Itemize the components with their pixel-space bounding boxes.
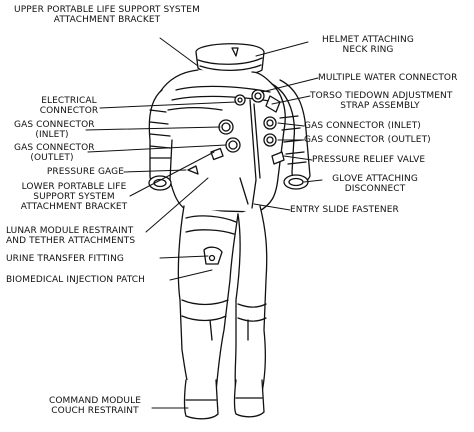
label-torso-line2: STRAP ASSEMBLY	[340, 101, 420, 111]
label-helmet-ring: HELMET ATTACHING NECK RING	[308, 35, 428, 55]
label-upper-plss-bracket: UPPER PORTABLE LIFE SUPPORT SYSTEM ATTAC…	[2, 5, 212, 25]
label-biomedical-line1: BIOMEDICAL INJECTION PATCH	[6, 275, 146, 285]
label-lower-plss-line3: ATTACHMENT BRACKET	[20, 202, 128, 212]
label-lm-restraint-line2: AND TETHER ATTACHMENTS	[6, 236, 136, 246]
torso	[154, 69, 286, 213]
label-helmet-line1: HELMET ATTACHING	[322, 35, 414, 45]
label-torso-tiedown: TORSO TIEDOWN ADJUSTMENT STRAP ASSEMBLY	[310, 91, 453, 111]
label-pressure-gage-line1: PRESSURE GAGE	[46, 167, 124, 177]
label-gas-inlet-right: GAS CONNECTOR (INLET)	[304, 121, 444, 131]
label-urine-line1: URINE TRANSFER FITTING	[6, 254, 124, 264]
label-entry-slide: ENTRY SLIDE FASTENER	[290, 205, 430, 215]
right-arm	[271, 79, 311, 190]
label-gas-outlet-left-line1: GAS CONNECTOR	[14, 143, 95, 153]
legs	[177, 205, 268, 393]
label-cm-couch-restraint: COMMAND MODULE COUCH RESTRAINT	[38, 396, 152, 416]
label-pressure-relief-line1: PRESSURE RELIEF VALVE	[312, 155, 426, 165]
label-electrical-connector: ELECTRICAL CONNECTOR	[36, 96, 102, 116]
label-urine-fitting: URINE TRANSFER FITTING	[6, 254, 166, 264]
label-lm-restraint-line1: LUNAR MODULE RESTRAINT	[6, 226, 134, 236]
label-lower-plss-bracket: LOWER PORTABLE LIFE SUPPORT SYSTEM ATTAC…	[14, 182, 134, 212]
label-glove-line1: GLOVE ATTACHING	[332, 174, 418, 184]
left-arm	[148, 89, 173, 191]
label-upper-plss-line1: UPPER PORTABLE LIFE SUPPORT SYSTEM	[14, 5, 200, 15]
boots	[183, 379, 265, 420]
label-helmet-line2: NECK RING	[342, 45, 394, 55]
label-cm-couch-line1: COMMAND MODULE	[48, 396, 142, 406]
label-biomedical-patch: BIOMEDICAL INJECTION PATCH	[6, 275, 176, 285]
label-electrical-line2: CONNECTOR	[39, 106, 99, 116]
label-entry-slide-line1: ENTRY SLIDE FASTENER	[290, 205, 399, 215]
label-lm-restraint: LUNAR MODULE RESTRAINT AND TETHER ATTACH…	[6, 226, 156, 246]
label-gas-outlet-left-line2: (OUTLET)	[30, 153, 74, 163]
label-gas-inlet-right-line1: GAS CONNECTOR (INLET)	[304, 121, 421, 131]
label-gas-inlet-left-line1: GAS CONNECTOR	[14, 120, 95, 130]
label-electrical-line1: ELECTRICAL	[41, 96, 97, 106]
label-pressure-gage: PRESSURE GAGE	[30, 167, 124, 177]
label-pressure-relief: PRESSURE RELIEF VALVE	[312, 155, 462, 165]
label-gas-inlet-left: GAS CONNECTOR (INLET)	[14, 120, 95, 140]
label-glove-disconnect: GLOVE ATTACHING DISCONNECT	[320, 174, 430, 194]
label-torso-line1: TORSO TIEDOWN ADJUSTMENT	[310, 91, 453, 101]
label-lower-plss-line2: SUPPORT SYSTEM	[33, 192, 115, 202]
torso-connectors	[187, 89, 285, 175]
label-lower-plss-line1: LOWER PORTABLE LIFE	[21, 182, 127, 192]
label-cm-couch-line2: COUCH RESTRAINT	[51, 406, 139, 416]
label-gas-outlet-right-line1: GAS CONNECTOR (OUTLET)	[304, 135, 431, 145]
label-gas-outlet-left: GAS CONNECTOR (OUTLET)	[14, 143, 95, 163]
label-glove-line2: DISCONNECT	[344, 184, 406, 194]
label-water-line1: MULTIPLE WATER CONNECTOR	[318, 73, 458, 83]
label-upper-plss-line2: ATTACHMENT BRACKET	[53, 15, 161, 25]
leader-lines	[85, 37, 323, 409]
label-water-connector: MULTIPLE WATER CONNECTOR	[318, 73, 468, 83]
label-gas-inlet-left-line2: (INLET)	[35, 130, 69, 140]
label-gas-outlet-right: GAS CONNECTOR (OUTLET)	[304, 135, 454, 145]
